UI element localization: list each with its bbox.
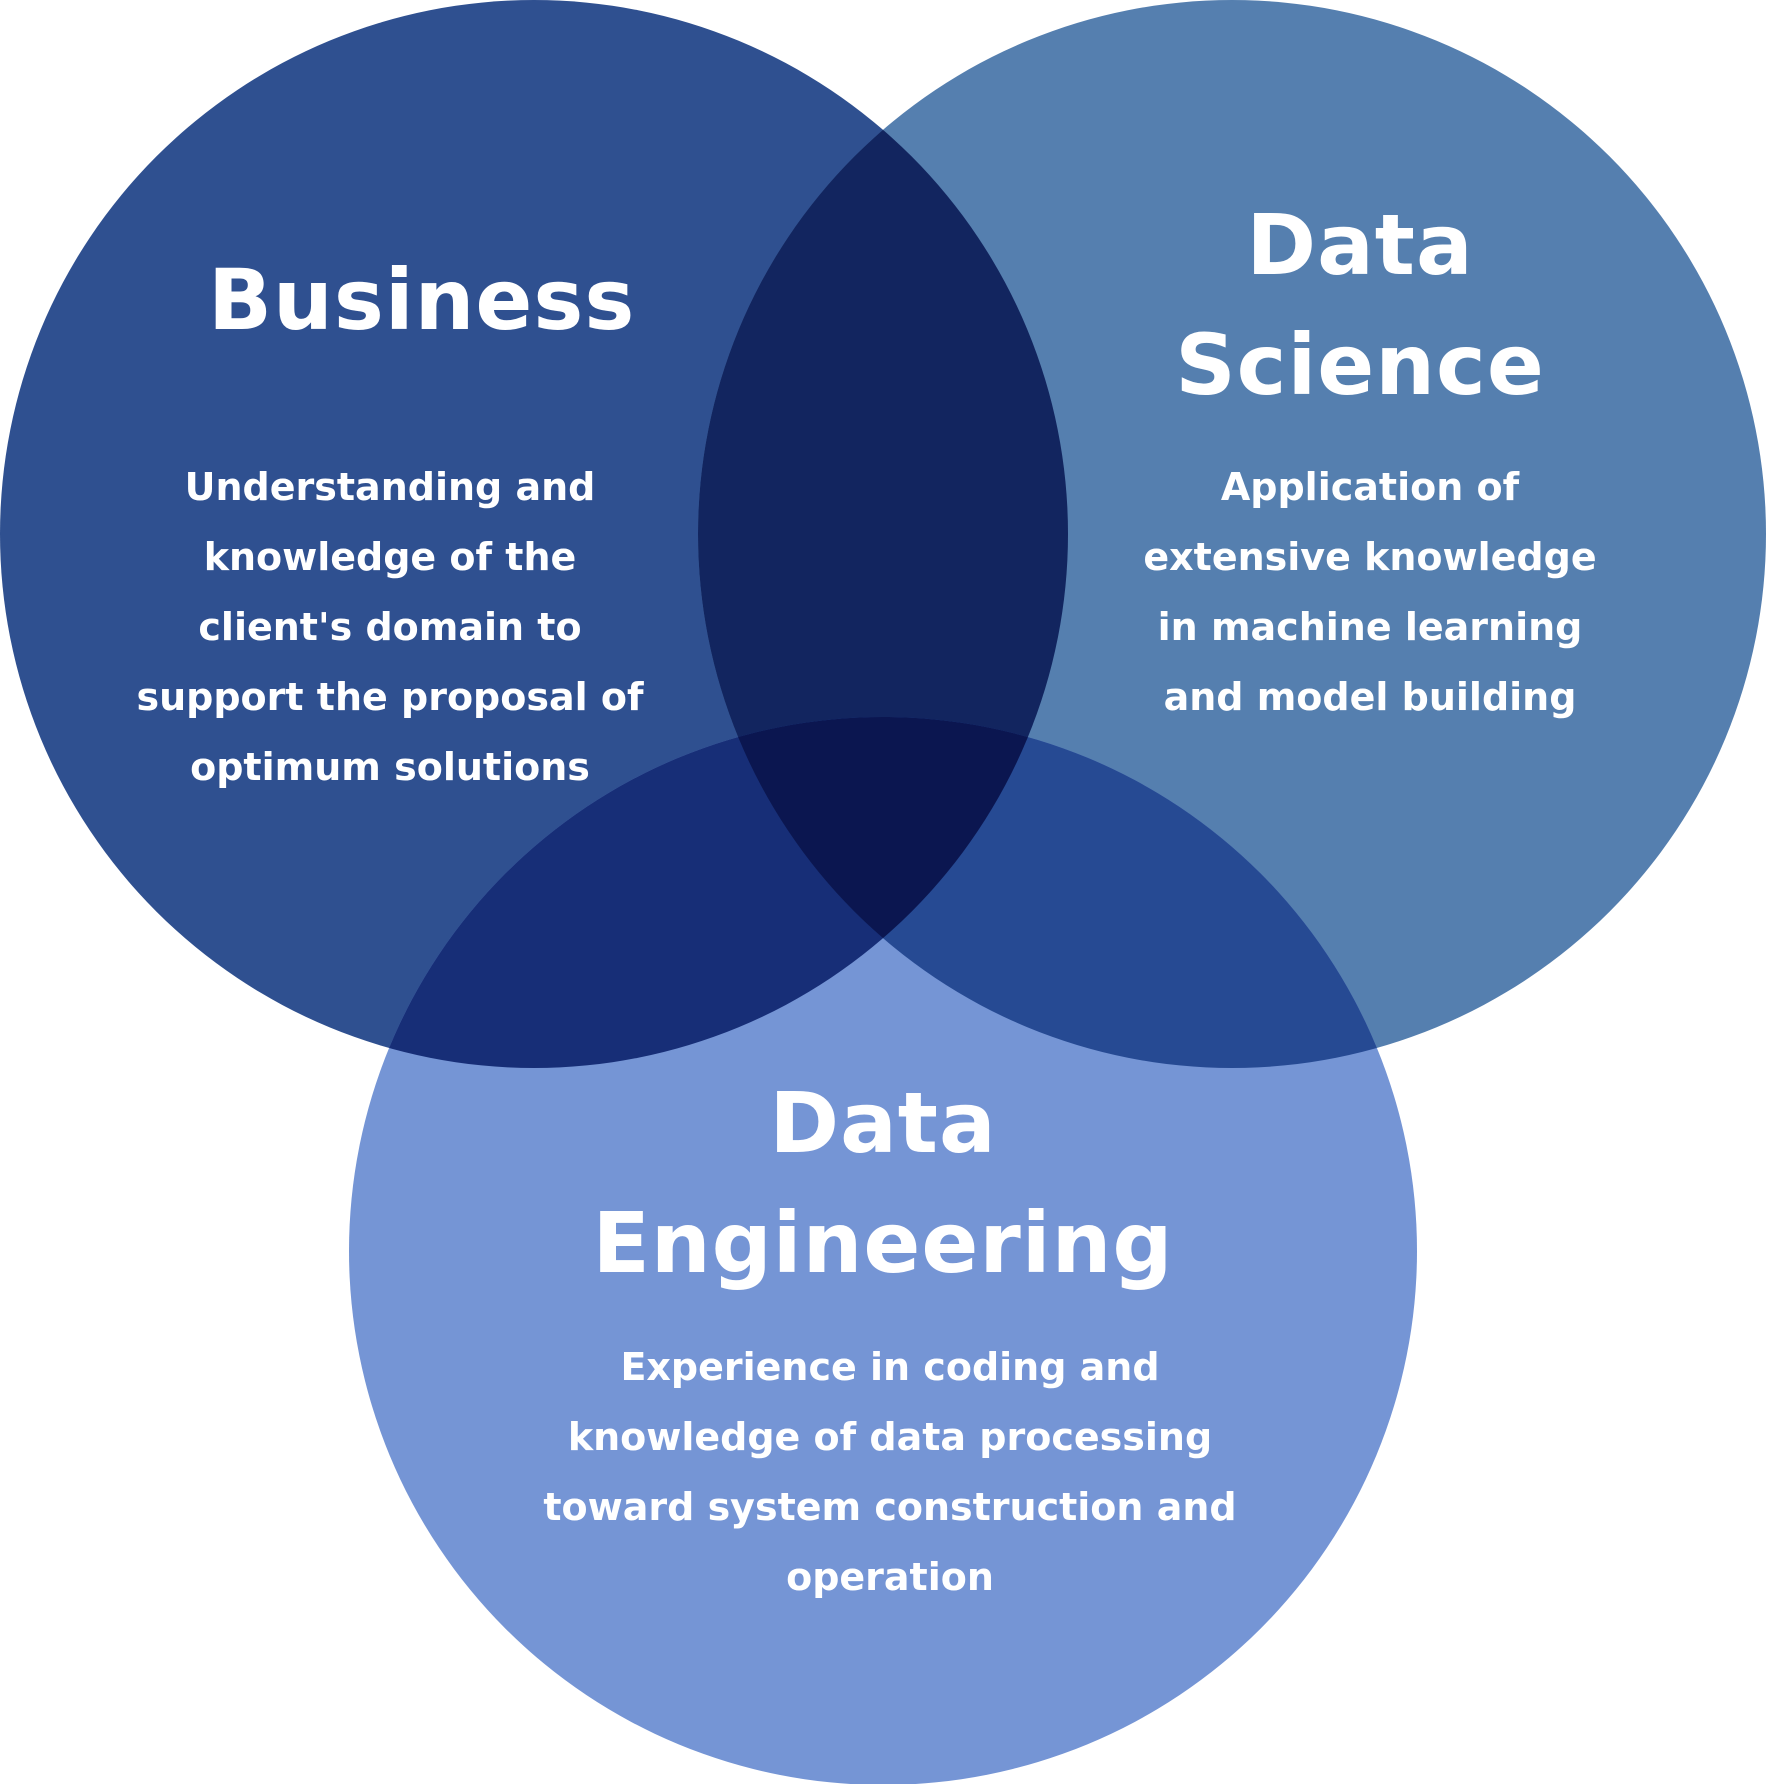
data-engineering-description-line: knowledge of data processing: [567, 1415, 1213, 1459]
business-description: Understanding and knowledge of the clien…: [90, 452, 690, 802]
data-engineering-description-line: operation: [786, 1555, 994, 1599]
data-science-description-line: in machine learning: [1157, 605, 1583, 649]
data-science-title: Data Science: [1110, 185, 1610, 425]
data-science-title-line: Science: [1175, 316, 1545, 414]
business-engineering-overlap: [349, 717, 1068, 1068]
business-description-line: optimum solutions: [190, 745, 590, 789]
data-engineering-title-line: Data: [769, 1074, 997, 1172]
business-description-line: support the proposal of: [136, 675, 644, 719]
data-science-description-line: and model building: [1163, 675, 1577, 719]
data-science-description-line: Application of: [1220, 465, 1520, 509]
data-engineering-title: Data Engineering: [583, 1063, 1183, 1303]
data-engineering-description: Experience in coding and knowledge of da…: [490, 1332, 1290, 1612]
business-description-line: Understanding and: [184, 465, 596, 509]
business-description-line: client's domain to: [198, 605, 582, 649]
business-title-line: Business: [208, 251, 636, 349]
data-science-description-line: extensive knowledge: [1143, 535, 1597, 579]
data-science-title-line: Data: [1246, 196, 1474, 294]
data-engineering-title-line: Engineering: [592, 1194, 1174, 1292]
business-title: Business: [208, 240, 636, 360]
data-engineering-description-line: Experience in coding and: [620, 1345, 1160, 1389]
data-engineering-description-line: toward system construction and: [543, 1485, 1237, 1529]
data-science-description: Application of extensive knowledge in ma…: [1060, 452, 1680, 732]
business-description-line: knowledge of the: [203, 535, 577, 579]
science-engineering-overlap: [698, 717, 1417, 1068]
